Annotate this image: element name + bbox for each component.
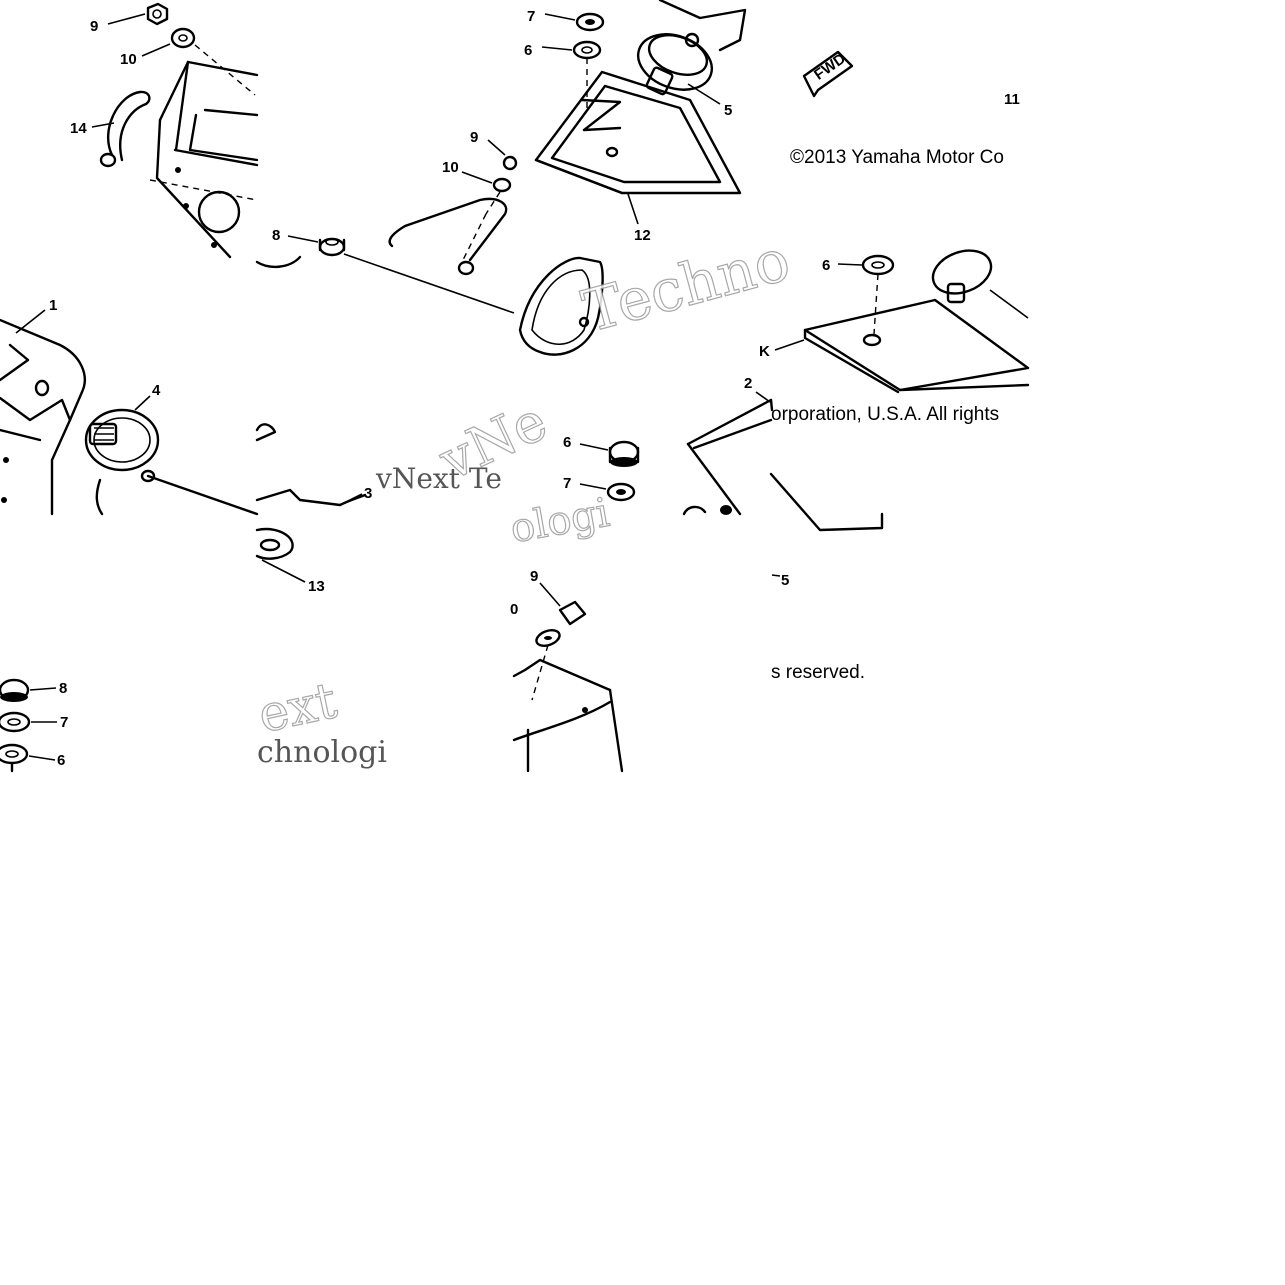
callout-2: 2	[744, 375, 752, 392]
tile-box-cap: 1 4	[0, 297, 259, 516]
washer-part-icon	[0, 743, 29, 765]
washer-part-icon	[0, 711, 31, 733]
callout-8: 8	[272, 227, 280, 244]
watermark-text: ext	[253, 671, 341, 744]
watermark-text: ologi	[507, 490, 613, 553]
callout-7: 7	[527, 8, 535, 25]
copyright-line-3: s reserved.	[771, 662, 865, 683]
callout-6: 6	[563, 434, 571, 451]
callout-11: 11	[1004, 91, 1020, 108]
washer-part-icon	[572, 40, 602, 60]
tray-part-icon	[534, 70, 742, 195]
tile-gasket: Techno ologi 6 7	[506, 225, 797, 553]
callout-5: 5	[724, 102, 732, 119]
washer-part-icon	[606, 482, 636, 502]
fwd-arrow-icon: FWD	[802, 50, 854, 98]
nut-part-icon	[608, 440, 640, 467]
tile-plate-k: 6 K 2 orporation, U.S.A. All rights	[744, 249, 1030, 532]
callout-6: 6	[822, 257, 830, 274]
callout-12: 12	[634, 227, 651, 244]
tile-copyright-bottom: 5 s reserved.	[771, 572, 865, 683]
washer-part-icon	[861, 254, 895, 276]
callout-5: 5	[781, 572, 789, 589]
callout-10: 10	[442, 159, 459, 176]
callout-9: 9	[470, 129, 478, 146]
callout-4: 4	[152, 382, 161, 399]
callout-9: 9	[90, 18, 98, 35]
callout-7: 7	[563, 475, 571, 492]
washer-part-icon	[170, 27, 196, 49]
tile-copyright-top: 11 ©2013 Yamaha Motor Co	[790, 91, 1020, 168]
watermark-text: vNext Te	[375, 462, 502, 495]
callout-14: 14	[70, 120, 87, 137]
cap-part-icon	[84, 408, 259, 516]
tile-bracket-hose: 9 10 14	[70, 2, 259, 259]
tile-nut-stack: 8 7 6	[0, 678, 68, 773]
cap-part-icon	[637, 32, 713, 96]
callout-10: 0	[510, 601, 518, 618]
copyright-line-2: orporation, U.S.A. All rights	[771, 404, 999, 425]
box-part-icon	[0, 318, 86, 516]
washer-part-icon	[575, 12, 605, 32]
callout-13: 13	[308, 578, 325, 595]
nut-part-icon	[318, 237, 346, 257]
plate-part-icon	[803, 273, 1030, 394]
tile-plate: 9 10 8	[255, 129, 518, 314]
callout-3: 3	[364, 485, 372, 502]
callout-k: K	[759, 343, 770, 360]
nut-part-icon	[558, 600, 587, 626]
plate-part-icon	[255, 191, 508, 276]
callout-6: 6	[57, 752, 65, 769]
fwd-label: FWD	[811, 50, 849, 84]
washer-part-icon	[502, 155, 518, 171]
plate-part-icon	[682, 398, 773, 516]
bracket-part-icon	[149, 60, 259, 259]
nut-part-icon	[146, 2, 169, 26]
tile-watermark-mid: vNe vNext Te 3	[255, 389, 557, 507]
hose-clip-icon	[99, 90, 151, 168]
callout-6: 6	[524, 42, 532, 59]
callout-9: 9	[530, 568, 538, 585]
tile-tray-cap: FWD 7 6 5 12	[524, 0, 854, 244]
tile-box-lower: 9 0	[510, 568, 624, 773]
copyright-line-1: ©2013 Yamaha Motor Co	[790, 147, 1004, 168]
cap-part-icon	[931, 249, 1029, 319]
callout-10: 10	[120, 51, 137, 68]
callout-8: 8	[59, 680, 67, 697]
gasket-part-icon	[518, 256, 604, 356]
nut-part-icon	[0, 678, 30, 702]
watermark-text: Techno	[576, 225, 797, 345]
callout-7: 7	[60, 714, 68, 731]
watermark-text: chnologi	[257, 735, 387, 770]
washer-part-icon	[535, 629, 561, 647]
box-part-icon	[512, 658, 624, 773]
callout-1: 1	[49, 297, 57, 314]
spacer-part-icon	[492, 177, 512, 193]
tile-washer-13: 13 ext chnologi	[253, 527, 387, 770]
